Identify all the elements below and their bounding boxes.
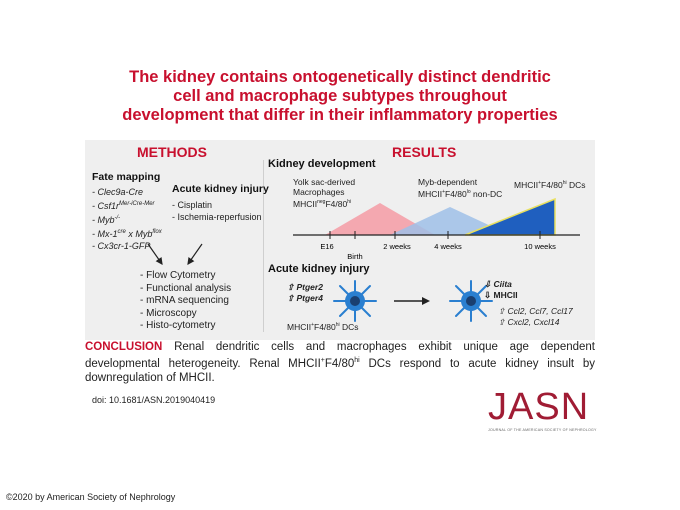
aki-method-item: - Ischemia-reperfusion [172, 212, 262, 222]
abstract-panel [85, 140, 595, 340]
panel-divider [263, 160, 264, 332]
conclusion: CONCLUSION Renal dendritic cells and mac… [85, 340, 595, 384]
journal-logo-subtitle: JOURNAL OF THE AMERICAN SOCIETY OF NEPHR… [488, 428, 597, 432]
gene-ciita: ⇩ Ciita [484, 279, 512, 289]
tick-label-10weeks: 10 weeks [524, 242, 556, 251]
title-line-2: cell and macrophage subtypes throughout [173, 87, 507, 105]
dendritic-cell-icon [333, 280, 377, 322]
fate-mapping-item: - Mx-1cre x Mybflox [92, 229, 162, 239]
gene-mhcii: ⇩ MHCII [484, 290, 518, 300]
doi-text: doi: 10.1681/ASN.2019040419 [92, 395, 216, 405]
fate-mapping-list: - Clec9a-Cre - Csf1rMer-iCre-Mer - Myb-/… [92, 186, 162, 252]
aki-methods-list: - Cisplatin - Ischemia-reperfusion [172, 199, 262, 223]
analysis-list: - Flow Cytometry - Functional analysis -… [140, 270, 231, 333]
chemokine-genes: ⇧ Ccl2, Ccl7, Ccl17 ⇧ Cxcl2, Cxcl14 [498, 306, 573, 328]
abstract-title: The kidney contains ontogenetically dist… [70, 68, 610, 125]
analysis-item: - mRNA sequencing [140, 295, 229, 306]
tick-label-e16: E16 [320, 242, 333, 251]
analysis-item: - Microscopy [140, 307, 197, 319]
methods-heading: METHODS [137, 144, 207, 160]
analysis-item: - Flow Cytometry [140, 270, 216, 281]
tick-label-birth: Birth [347, 252, 362, 261]
arrow-down-left-icon [187, 243, 203, 265]
copyright-text: ©2020 by American Society of Nephrology [6, 492, 176, 502]
dc-wave [464, 197, 556, 236]
development-heading: Kidney development [268, 158, 376, 170]
methods-arrows [147, 243, 203, 265]
tick-label-2weeks: 2 weeks [383, 242, 411, 251]
upregulated-genes: ⇧ Ptger2 ⇧ Ptger4 [287, 282, 323, 304]
gene-ccl: ⇧ Ccl2, Ccl7, Ccl17 [498, 306, 573, 316]
fate-mapping-item: - Myb-/- [92, 215, 121, 225]
title-line-3: development that differ in their inflamm… [122, 106, 558, 124]
myb-dependent-wave [390, 207, 510, 235]
aki-method-item: - Cisplatin [172, 200, 213, 210]
fate-mapping-item: - Clec9a-Cre [92, 187, 144, 197]
aki-results-heading: Acute kidney injury [268, 263, 370, 275]
dc-label: MHCII+F4/80hi DCs [514, 179, 586, 190]
development-timeline: E16 Birth 2 weeks 4 weeks 10 weeks [293, 197, 580, 261]
arrow-down-right-icon [147, 243, 163, 265]
fate-mapping-item: - Csf1rMer-iCre-Mer [92, 201, 155, 211]
journal-logo: JASN [488, 386, 590, 428]
aki-methods-heading: Acute kidney injury [172, 183, 269, 195]
dc-cell-label: MHCII+F4/80hi DCs [287, 322, 359, 332]
gene-ptger4: ⇧ Ptger4 [287, 293, 323, 303]
gene-cxcl: ⇧ Cxcl2, Cxcl14 [498, 317, 560, 327]
aki-arrow-icon [394, 297, 430, 305]
title-line-1: The kidney contains ontogenetically dist… [129, 68, 551, 86]
fate-mapping-item: - Cx3cr-1-GFP [92, 241, 151, 251]
analysis-item: - Histo-cytometry [140, 320, 216, 331]
myb-label: Myb-dependent MHCII+F4/80lo non-DC [418, 177, 503, 199]
fate-mapping-heading: Fate mapping [92, 171, 161, 183]
tick-label-4weeks: 4 weeks [434, 242, 462, 251]
analysis-item: - Functional analysis [140, 282, 232, 294]
conclusion-label: CONCLUSION [85, 341, 163, 353]
dendritic-cell-injured-icon [449, 280, 493, 322]
downregulated-genes: ⇩ Ciita ⇩ MHCII [484, 279, 518, 301]
yolk-label: Yolk sac-derived Macrophages MHCIInegF4/… [293, 177, 356, 209]
gene-ptger2: ⇧ Ptger2 [287, 282, 323, 292]
results-heading: RESULTS [392, 144, 457, 160]
